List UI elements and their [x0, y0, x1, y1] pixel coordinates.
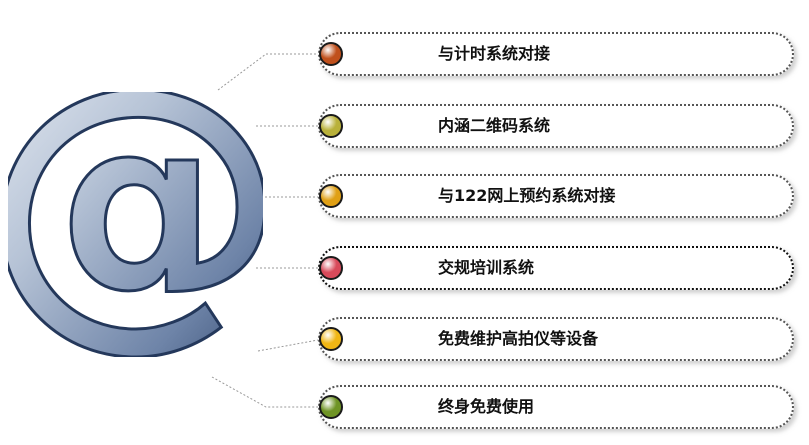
connector-line-1 — [217, 53, 318, 91]
item-label: 交规培训系统 — [438, 258, 535, 277]
item-label: 与122网上预约系统对接 — [438, 186, 616, 205]
bullet-dot-icon — [319, 184, 343, 208]
bullet-dot-icon — [319, 256, 343, 280]
list-item: 免费维护高拍仪等设备 — [318, 317, 794, 361]
list-item: 终身免费使用 — [318, 385, 794, 429]
item-label: 终身免费使用 — [438, 397, 535, 416]
bullet-dot-icon — [319, 42, 343, 66]
bullet-dot-icon — [319, 395, 343, 419]
at-sign-icon: @ — [8, 92, 263, 357]
bullet-dot-icon — [319, 114, 343, 138]
connector-line-6 — [211, 376, 318, 408]
item-label: 与计时系统对接 — [438, 44, 551, 63]
item-label: 免费维护高拍仪等设备 — [438, 329, 599, 348]
connector-line-5 — [257, 339, 319, 352]
list-item: 与计时系统对接 — [318, 32, 794, 76]
list-item: 交规培训系统 — [318, 246, 794, 290]
list-item: 内涵二维码系统 — [318, 104, 794, 148]
list-item: 与122网上预约系统对接 — [318, 174, 794, 218]
item-label: 内涵二维码系统 — [438, 116, 551, 135]
bullet-dot-icon — [319, 327, 343, 351]
at-sign-graphic: @ — [8, 92, 263, 357]
svg-text:@: @ — [8, 92, 263, 357]
